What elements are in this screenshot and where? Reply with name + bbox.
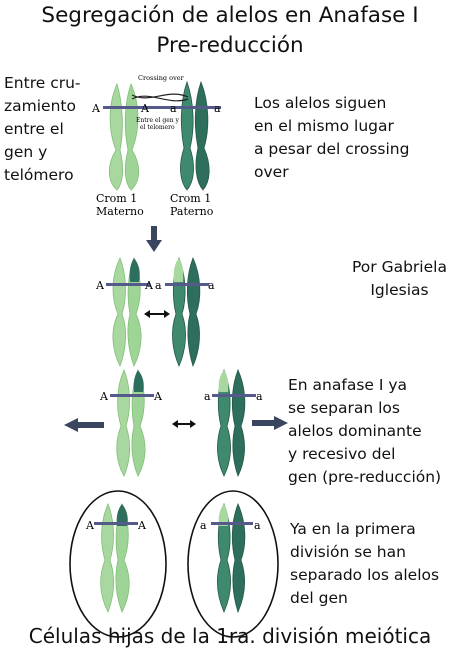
gene-band: [94, 522, 138, 525]
left-arrow: [64, 418, 104, 432]
allele-label: a: [204, 390, 211, 403]
title-line-2: Pre-reducción: [156, 33, 304, 58]
allele-label: a: [155, 279, 162, 292]
paternal-chromosome: [217, 368, 246, 478]
maternal-label-1: Crom 1: [96, 192, 137, 205]
allele-label: a: [254, 519, 261, 532]
gene-band: [211, 522, 253, 525]
allele-label: a: [214, 102, 221, 115]
allele-label: A: [137, 519, 147, 532]
allele-label: a: [256, 390, 263, 403]
stage-1-homologous-pair: [103, 80, 221, 191]
gene-telomere-label-2: el telomero: [140, 124, 175, 131]
allele-label: A: [91, 102, 101, 115]
bottom-caption: Células hijas de la 1ra. división meióti…: [28, 624, 432, 648]
double-arrow: [144, 310, 170, 318]
author-credit: Por Gabriela Iglesias: [352, 258, 447, 299]
paternal-label-1: Crom 1: [170, 192, 211, 205]
paternal-label-2: Paterno: [170, 205, 214, 218]
maternal-chromosome: [108, 82, 140, 191]
gene-band: [106, 283, 150, 286]
allele-label: a: [200, 519, 207, 532]
gene-band: [212, 394, 256, 397]
allele-label: A: [144, 279, 154, 292]
maternal-chromosome: [112, 256, 142, 368]
stage-3-anaphase: [110, 368, 256, 478]
note-alleles-same-place: Los alelos siguen en el mismo lugar a pe…: [254, 94, 410, 181]
gene-band: [110, 394, 154, 397]
paternal-chromosome: [180, 80, 210, 191]
note-first-division: Ya en la primera división se han separad…: [290, 520, 440, 607]
note-crossing-location: Entre cru- zamiento entre el gen y telóm…: [4, 74, 81, 184]
allele-label: A: [99, 390, 109, 403]
allele-label: A: [153, 390, 163, 403]
down-arrow: [146, 226, 162, 252]
daughter-cell-left: [69, 490, 167, 638]
allele-label: a: [208, 279, 215, 292]
allele-label: A: [95, 279, 105, 292]
allele-label: a: [170, 102, 177, 115]
gene-band: [165, 283, 209, 286]
crossing-over-line-2: [131, 95, 189, 102]
allele-label: A: [140, 102, 150, 115]
gene-band: [103, 106, 221, 109]
note-anaphase-separation: En anafase I ya se separan los alelos do…: [288, 376, 442, 486]
title-line-1: Segregación de alelos en Anafase I: [41, 3, 419, 28]
allele-label: A: [85, 519, 95, 532]
stage-2-recombined-pair: [106, 256, 209, 368]
double-arrow: [172, 420, 196, 428]
gene-telomere-label-1: Entre el gen y: [136, 117, 180, 124]
right-arrow: [252, 416, 288, 430]
maternal-label-2: Materno: [96, 205, 144, 218]
maternal-chromosome: [116, 368, 146, 477]
paternal-chromosome: [172, 256, 201, 368]
daughter-cell-right: [187, 490, 279, 638]
crossing-over-label: Crossing over: [138, 74, 185, 82]
